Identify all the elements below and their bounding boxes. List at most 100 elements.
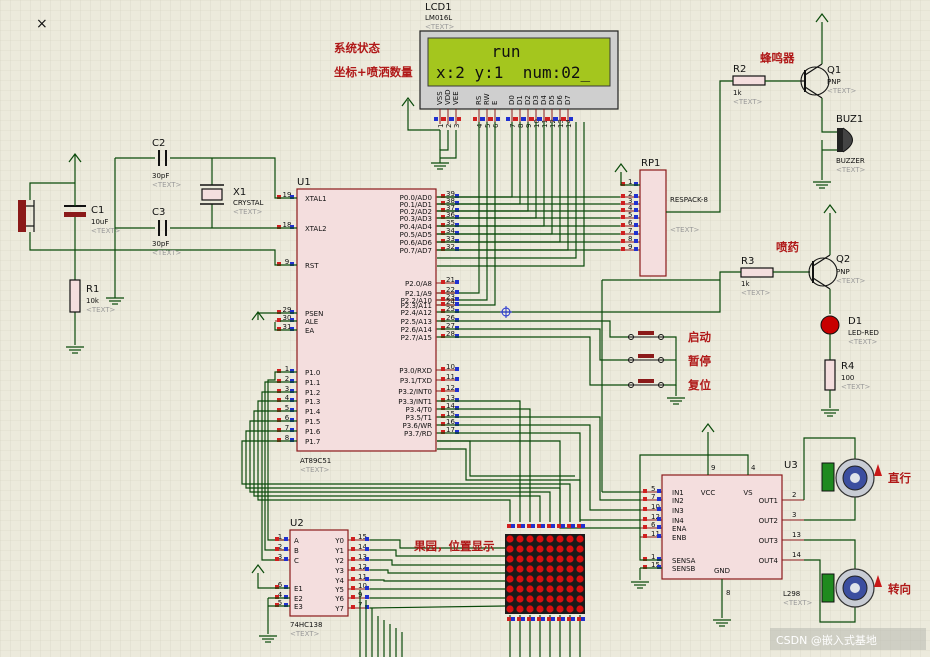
push-buttons[interactable]: 启动 暂停 复位 — [437, 320, 711, 405]
lcd-pin-name-vdd: VDD — [444, 89, 452, 105]
u1-text-tag: <TEXT> — [300, 466, 330, 474]
u1-pin-num: 33 — [446, 235, 455, 243]
led-dot — [516, 585, 524, 593]
u1-pin-num: 2 — [285, 375, 289, 383]
led-dot — [566, 535, 574, 543]
u2-ref: U2 — [290, 518, 304, 529]
u1-mcu[interactable]: U1 AT89C51 <TEXT> XTAL119XTAL218RST9PSEN… — [275, 177, 459, 474]
led-dot — [516, 545, 524, 553]
buz1-ref: BUZ1 — [836, 114, 863, 125]
c2-ref: C2 — [152, 138, 165, 149]
motor-forward[interactable]: 直行 — [821, 458, 911, 498]
u3-body — [661, 474, 783, 580]
led-matrix[interactable] — [505, 524, 585, 621]
u1-pin-num: 38 — [446, 197, 455, 205]
close-icon[interactable]: × — [36, 16, 48, 32]
r4-body — [824, 359, 836, 391]
q1-value: PNP — [827, 78, 841, 86]
u1-pin-num: 27 — [446, 322, 455, 330]
led-dot — [576, 605, 584, 613]
u3-pin-vs: VS — [743, 489, 753, 497]
led-dot — [556, 545, 564, 553]
c1-capacitor[interactable]: C1 10uF <TEXT> — [64, 195, 121, 235]
led-dot — [556, 555, 564, 563]
pause-button[interactable] — [628, 354, 664, 363]
u3-pins: IN15IN27IN310IN412ENA6ENB11SENSA1SENSB15… — [640, 464, 804, 597]
u1-pin-p0-0-ad0: P0.0/AD0 — [400, 194, 432, 202]
u2-pin-num: 2 — [278, 543, 282, 551]
u1-model: AT89C51 — [300, 457, 331, 465]
d1-led — [820, 315, 840, 335]
led-dot — [546, 535, 554, 543]
u1-pin-num: 34 — [446, 227, 455, 235]
u2-pin-y4: Y4 — [334, 577, 344, 585]
u1-pin-ale: ALE — [305, 318, 318, 326]
led-dot — [526, 535, 534, 543]
spray-label: 喷药 — [776, 240, 799, 254]
u3-pin-num: 5 — [651, 485, 655, 493]
led-dot — [526, 555, 534, 563]
u3-pin-num: 1 — [651, 553, 655, 561]
led-dot — [506, 535, 514, 543]
r4-ref: R4 — [841, 361, 854, 372]
u1-pin-p1.6: P1.6 — [305, 428, 321, 436]
lcd-pin-num: 10 — [533, 119, 541, 128]
u3-driver[interactable]: U3 L298 <TEXT> IN15IN27IN310IN412ENA6ENB… — [631, 423, 856, 627]
lcd-pin-name-d4: D4 — [540, 95, 548, 105]
x1-crystal[interactable]: X1 CRYSTAL <TEXT> — [200, 184, 264, 216]
motor-turn[interactable]: 转向 — [821, 568, 911, 608]
lcd-pin-num: 6 — [492, 123, 500, 128]
u1-pin-num: 21 — [446, 276, 455, 284]
reset-switch[interactable] — [18, 200, 35, 232]
led-dot — [516, 535, 524, 543]
orchard-label: 果园，位置显示 — [413, 539, 495, 553]
led-dot — [576, 535, 584, 543]
u3-pin-num: 8 — [726, 589, 730, 597]
u1-pin-num: 37 — [446, 204, 455, 212]
u1-pin-p2-4-a12: P2.4/A12 — [401, 309, 432, 317]
r2-text-tag: <TEXT> — [733, 98, 763, 106]
u1-pin-p3-1-txd: P3.1/TXD — [400, 377, 432, 385]
led-dot — [556, 585, 564, 593]
reset-button[interactable] — [628, 379, 664, 388]
u3-pin-num: 6 — [651, 521, 656, 529]
lcd1-pins: VSS1VDD2VEE3RS4RW5E6D07D18D29D310D411D51… — [434, 89, 573, 128]
rp1-pin-num: 1 — [628, 178, 632, 186]
u3-pin-in3: IN3 — [672, 507, 684, 515]
led-dot — [576, 555, 584, 563]
u3-pin-num: 3 — [792, 511, 796, 519]
lcd-pin-num: 13 — [557, 119, 565, 128]
q1-text-tag: <TEXT> — [827, 87, 857, 95]
start-button[interactable] — [628, 331, 664, 340]
lcd1[interactable]: LCD1 LM016L <TEXT> run x:2 y:1 num:02_ V… — [419, 2, 619, 128]
led-dot — [536, 545, 544, 553]
u3-pin-num: 9 — [711, 464, 715, 472]
lcd-pin-name-rs: RS — [475, 95, 483, 105]
u2-pin-num: 5 — [278, 599, 282, 607]
u3-pin-num: 14 — [792, 551, 801, 559]
u1-pin-p2-3-a11: P2.3/A11 — [401, 302, 432, 310]
u1-pin-num: 18 — [283, 221, 292, 229]
led-dot — [516, 595, 524, 603]
led-dot — [516, 555, 524, 563]
led-dot — [506, 555, 514, 563]
buzzer-circuit[interactable]: 蜂鸣器 R2 1k <TEXT> Q1 PNP <TEXT> BUZ1 BUZZ… — [666, 13, 866, 213]
u1-pin-p3-7-rd: P3.7/RD — [404, 430, 432, 438]
u1-pin-num: 9 — [285, 258, 289, 266]
spray-circuit[interactable]: 喷药 R3 1k <TEXT> Q2 PNP <TEXT> D1 LED-RED… — [437, 204, 879, 417]
r1-resistor[interactable]: R1 10k <TEXT> — [69, 279, 116, 314]
u1-pin-num: 16 — [446, 418, 455, 426]
c3-capacitor[interactable]: C3 30pF <TEXT> — [152, 207, 182, 257]
c2-capacitor[interactable]: C2 30pF <TEXT> — [152, 138, 182, 189]
u1-pin-num: 15 — [446, 410, 455, 418]
u1-pin-num: 30 — [283, 314, 292, 322]
u1-body — [296, 188, 437, 452]
u3-pin-num: 10 — [651, 503, 660, 511]
led-dot — [546, 585, 554, 593]
r1-ref: R1 — [86, 284, 99, 295]
rp1-pin-num: 2 — [628, 190, 632, 198]
u1-pin-p0-3-ad3: P0.3/AD3 — [400, 215, 432, 223]
lcd-pin-name-e: E — [491, 101, 499, 105]
